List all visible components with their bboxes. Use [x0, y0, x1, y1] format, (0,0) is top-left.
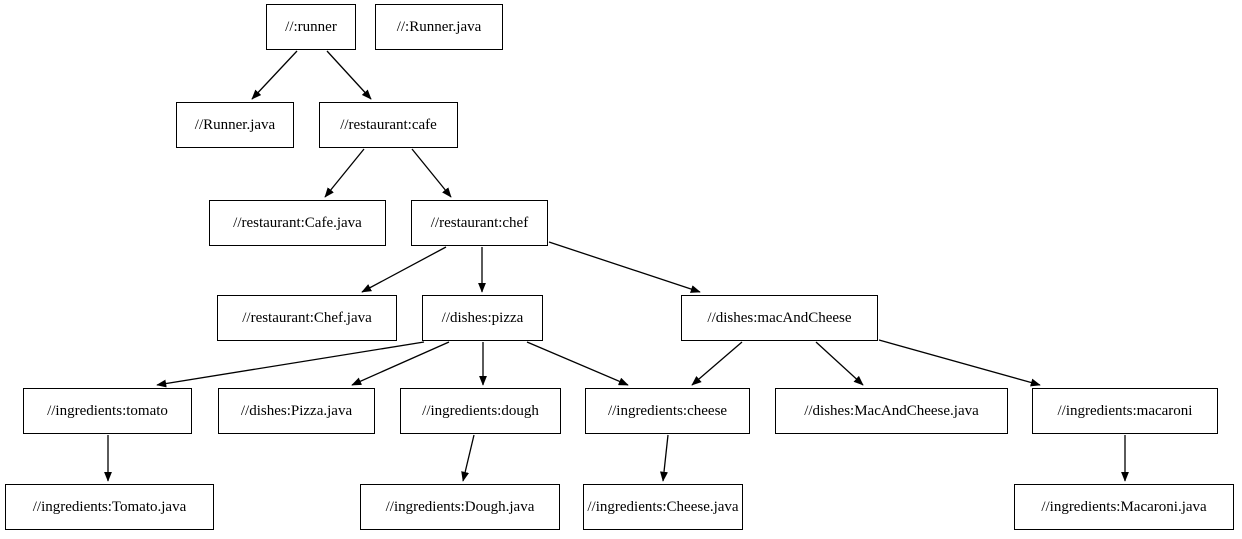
graph-node-chef_java[interactable]: //restaurant:Chef.java [217, 295, 397, 341]
graph-node-label: //Runner.java [194, 116, 276, 133]
graph-node-label: //dishes:macAndCheese [707, 309, 852, 326]
graph-node-macandcheese[interactable]: //dishes:macAndCheese [681, 295, 878, 341]
graph-node-cafe_java[interactable]: //restaurant:Cafe.java [209, 200, 386, 246]
graph-node-macaroni[interactable]: //ingredients:macaroni [1032, 388, 1218, 434]
graph-node-chef[interactable]: //restaurant:chef [411, 200, 548, 246]
graph-node-label: //:runner [285, 18, 337, 35]
graph-node-label: //ingredients:Tomato.java [32, 498, 187, 515]
graph-node-label: //ingredients:Macaroni.java [1041, 498, 1207, 515]
graph-node-label: //dishes:pizza [441, 309, 524, 326]
graph-node-cheese[interactable]: //ingredients:cheese [585, 388, 750, 434]
graph-node-macaroni_java[interactable]: //ingredients:Macaroni.java [1014, 484, 1234, 530]
graph-node-label: //ingredients:Dough.java [385, 498, 535, 515]
graph-node-tomato[interactable]: //ingredients:tomato [23, 388, 192, 434]
graph-node-label: //restaurant:Cafe.java [233, 214, 362, 231]
graph-node-label: //ingredients:Cheese.java [587, 498, 739, 515]
graph-node-cafe[interactable]: //restaurant:cafe [319, 102, 458, 148]
graph-node-root_runner_java[interactable]: //:Runner.java [375, 4, 503, 50]
graph-node-label: //restaurant:Chef.java [242, 309, 372, 326]
graph-node-macandcheese_java[interactable]: //dishes:MacAndCheese.java [775, 388, 1008, 434]
graph-node-label: //dishes:Pizza.java [240, 402, 353, 419]
graph-node-label: //ingredients:macaroni [1057, 402, 1193, 419]
graph-node-dough[interactable]: //ingredients:dough [400, 388, 561, 434]
graph-node-pizza_java[interactable]: //dishes:Pizza.java [218, 388, 375, 434]
graph-node-label: //ingredients:cheese [607, 402, 728, 419]
graph-node-dough_java[interactable]: //ingredients:Dough.java [360, 484, 560, 530]
graph-node-runner[interactable]: //:runner [266, 4, 356, 50]
graph-node-pizza[interactable]: //dishes:pizza [422, 295, 543, 341]
graph-node-label: //restaurant:cafe [340, 116, 437, 133]
graph-node-label: //:Runner.java [396, 18, 482, 35]
graph-node-label: //ingredients:tomato [47, 402, 168, 419]
graph-node-label: //ingredients:dough [422, 402, 539, 419]
graph-node-label: //dishes:MacAndCheese.java [804, 402, 979, 419]
graph-node-label: //restaurant:chef [430, 214, 529, 231]
graph-node-cheese_java[interactable]: //ingredients:Cheese.java [583, 484, 743, 530]
graph-node-runner_java[interactable]: //Runner.java [176, 102, 294, 148]
graph-node-tomato_java[interactable]: //ingredients:Tomato.java [5, 484, 214, 530]
